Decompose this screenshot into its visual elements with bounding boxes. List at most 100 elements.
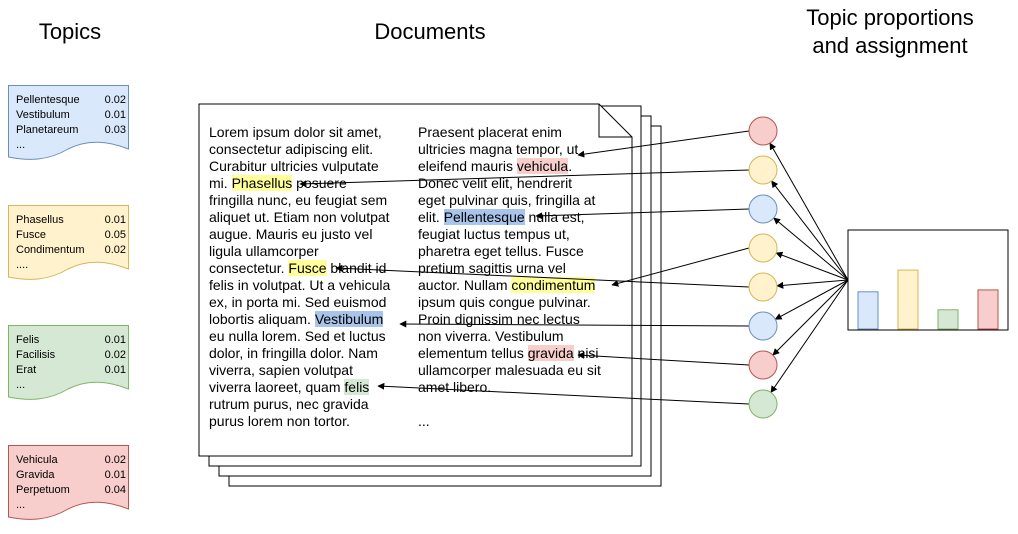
topic-assignment-circle-blue	[748, 311, 778, 341]
highlighted-word-red: vehicula	[516, 158, 569, 174]
topic-word-probability: 0.02	[104, 349, 126, 361]
word-assignment-arrow	[535, 208, 750, 220]
topic-word-probability: 0.03	[104, 124, 126, 136]
document-text-line: ipsum quis congue pulvinar.	[418, 294, 601, 311]
topic-word-probability: 0.01	[104, 469, 126, 481]
topic-card-shape	[8, 85, 129, 160]
topic-word-row: Fusce 0.05	[16, 228, 126, 243]
document-text-line: aliquet ut. Etiam non volutpat	[209, 209, 390, 226]
word-assignment-arrow	[377, 382, 750, 405]
topic-assignment-circle-yellow	[748, 155, 778, 185]
topic-word-probability: 0.02	[104, 244, 126, 256]
word-assignment-arrow	[611, 247, 750, 287]
proportion-sampling-arrow	[775, 251, 849, 281]
topic-word: Pellentesque	[16, 94, 80, 106]
topic-word-row: ...	[16, 498, 126, 513]
topic-word: ...	[16, 139, 26, 151]
document-text-line: pharetra eget tellus. Fusce	[418, 243, 601, 260]
topic-word-probability: 0.01	[104, 364, 126, 376]
document-text: viverra laoreet, quam	[209, 379, 345, 395]
proportion-sampling-arrow	[769, 142, 849, 281]
document-text: rutrum purus, nec gravida	[209, 396, 369, 412]
topic-word-row: Planetareum 0.03	[16, 123, 126, 138]
proportion-sampling-arrow	[773, 217, 849, 281]
topic-assignment-circle-yellow	[748, 233, 778, 263]
document-text-line: purus lorem non tortor.	[209, 413, 390, 430]
document-text-line: Curabitur ultricies vulputate	[209, 158, 390, 175]
document-text: Proin dignissim nec lectus	[418, 311, 580, 327]
document-text-line: eu nulla lorem. Sed et luctus	[209, 328, 390, 345]
document-text-left-column: Lorem ipsum dolor sit amet,consectetur a…	[209, 124, 390, 430]
document-text: consectetur adipiscing elit.	[209, 141, 374, 157]
document-text: consectetur.	[209, 260, 289, 276]
document-text: aliquet ut. Etiam non volutpat	[209, 209, 390, 225]
proportion-sampling-arrow	[774, 279, 849, 320]
document-text: Donec velit elit, hendrerit	[418, 175, 573, 191]
document-text-line: Praesent placerat enim	[418, 124, 601, 141]
topic-word: Fusce	[16, 229, 46, 241]
highlighted-word-yellow: condimentum	[511, 277, 596, 293]
document-text: lobortis aliquam.	[209, 311, 315, 327]
topic-proportion-bar-green	[937, 309, 959, 330]
document-text: elementum tellus	[418, 345, 528, 361]
document-text: fringilla nunc, eu feugiat sem	[209, 192, 388, 208]
topic-word-probability: 0.01	[104, 214, 126, 226]
topic-proportion-bar-blue	[857, 291, 879, 330]
document-text: pharetra eget tellus. Fusce	[418, 243, 584, 259]
topic-word-row: ...	[16, 138, 126, 153]
document-text-line: ex, in porta mi. Sed euismod	[209, 294, 390, 311]
document-text-line: Lorem ipsum dolor sit amet,	[209, 124, 390, 141]
topic-word-row: ....	[16, 258, 126, 273]
document-text-line: Donec velit elit, hendrerit	[418, 175, 601, 192]
document-text-line: dolor, in fringilla dolor. Nam	[209, 345, 390, 362]
document-text: Curabitur ultricies vulputate	[209, 158, 379, 174]
document-text: blandit id	[326, 260, 387, 276]
document-text-line: feugiat luctus tempus ut,	[418, 226, 601, 243]
topic-card-shape	[8, 445, 129, 520]
document-text-line: consectetur adipiscing elit.	[209, 141, 390, 158]
topic-word-probability: 0.05	[104, 229, 126, 241]
document-text: eleifend mauris	[418, 158, 517, 174]
document-text-line: viverra, sapien volutpat	[209, 362, 390, 379]
topic-word: Vehicula	[16, 454, 58, 466]
document-text: mi.	[209, 175, 232, 191]
document-text-line: non viverra. Vestibulum	[418, 328, 601, 345]
topic-assignment-circle-green	[748, 389, 778, 419]
highlighted-word-yellow: Fusce	[288, 260, 327, 276]
topic-assignment-circle-red	[748, 350, 778, 380]
document-text: Praesent placerat enim	[418, 124, 562, 140]
topic-proportions-heading-line2: and assignment	[812, 33, 968, 58]
document-text: non viverra. Vestibulum	[418, 328, 564, 344]
document-text-line: ullamcorper malesuada eu sit	[418, 362, 601, 379]
word-assignment-arrow	[577, 351, 750, 366]
topic-card-shape	[8, 205, 129, 280]
document-text-line: lobortis aliquam. Vestibulum	[209, 311, 390, 328]
topic-proportions-heading-line1: Topic proportions	[806, 5, 974, 30]
document-text: purus lorem non tortor.	[209, 413, 350, 429]
document-text-line: augue. Mauris eu justo vel	[209, 226, 390, 243]
word-assignment-arrow	[299, 169, 750, 188]
document-text-line: eget pulvinar quis, fringilla at	[418, 192, 601, 209]
document-text: ligula ullamcorper	[209, 243, 319, 259]
proportion-sampling-arrow	[770, 279, 849, 394]
topic-proportion-bar-red	[977, 289, 999, 330]
word-assignment-arrow	[335, 264, 750, 288]
topic-word: Planetareum	[16, 124, 79, 136]
document-page-front	[198, 103, 633, 457]
topic-word-probability: 0.01	[104, 109, 126, 121]
document-text-line: viverra laoreet, quam felis	[209, 379, 390, 396]
document-text-line: ...	[418, 413, 601, 430]
